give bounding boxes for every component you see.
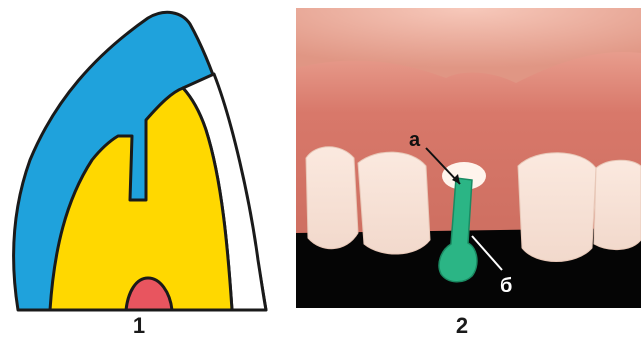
figure-number-2: 2 — [442, 313, 482, 339]
tooth-right-central — [518, 153, 596, 262]
annotation-b-label: б — [500, 275, 512, 297]
tooth-cross-section-diagram — [0, 0, 280, 312]
figure-number-1: 1 — [119, 313, 159, 339]
tooth-left-central — [358, 152, 430, 254]
annotation-a-label: а — [409, 129, 421, 151]
tooth-left-lateral — [306, 147, 358, 249]
tooth-right-lateral — [594, 160, 641, 249]
clinical-photo: а б — [296, 8, 641, 308]
